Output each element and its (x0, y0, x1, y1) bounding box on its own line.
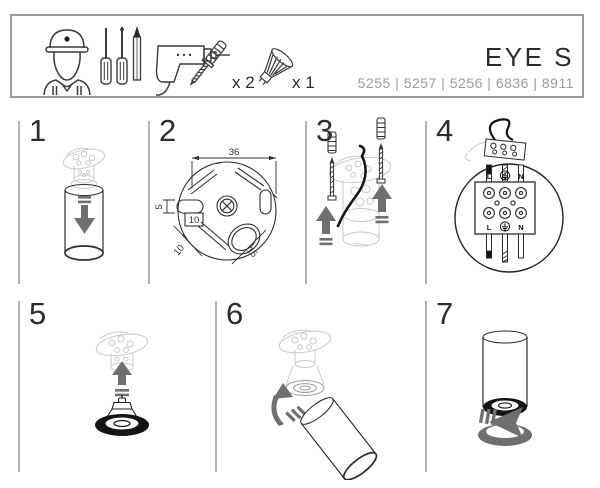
pull-down-arrow (74, 196, 95, 234)
earth-symbol-top (499, 170, 511, 181)
step-7-drawing (478, 330, 532, 446)
panel-divider (215, 301, 217, 472)
push-up-arrow-right (372, 184, 392, 224)
step-5-insert-bulb: 5 (18, 295, 215, 480)
step-3-mount-bracket: 3 (305, 112, 425, 290)
step-3-drawing (316, 117, 392, 247)
dimension-lines (163, 155, 277, 265)
wall-plug-screw-icon (189, 40, 227, 87)
step-4-wiring: 4 (425, 112, 592, 290)
phillips-screwdriver-icon (116, 27, 128, 85)
dim-plate-width: 36 (229, 147, 240, 158)
label-live-bottom: L (487, 223, 492, 232)
panel-divider (305, 121, 307, 284)
ceiling-terminal-mini (465, 118, 527, 162)
panel-divider (18, 301, 20, 472)
step-1-remove-shade: 1 (18, 112, 148, 290)
label-neutral-bottom: N (518, 223, 523, 232)
step-number: 7 (436, 296, 454, 331)
step-7-twist-lock: 7 (425, 295, 592, 480)
dim-slot-width: 10 (189, 215, 200, 226)
label-live-top: L (487, 172, 492, 181)
earth-symbol-bottom (499, 221, 511, 232)
flat-screwdriver-icon (100, 28, 112, 85)
dimension-labels: 36 5 10 10 15 (154, 147, 259, 260)
step-6-attach-shade: 6 (215, 295, 425, 480)
plate-tabs (182, 161, 278, 251)
mounting-bracket-ghost (62, 147, 106, 189)
panel-divider (148, 121, 150, 284)
screw-right (376, 143, 386, 184)
step-1-drawing (62, 147, 106, 261)
pencil-icon (132, 26, 142, 81)
step-5-drawing (95, 331, 149, 436)
wall-plug-right (376, 117, 386, 140)
wall-plug-qty: x 2 (232, 73, 255, 92)
mains-cable (336, 144, 367, 228)
shade-cylinder (64, 184, 104, 261)
keyway-slot (227, 223, 261, 255)
dim-slot-height: 5 (154, 204, 165, 209)
step-number: 5 (29, 296, 47, 331)
step-number: 2 (159, 113, 177, 148)
step-number: 1 (29, 113, 47, 148)
gu10-bulb (95, 395, 149, 436)
label-neutral-top: N (518, 172, 523, 181)
bulb-qty: x 1 (292, 73, 315, 92)
terminal-labels: L N L N (487, 172, 524, 232)
bracket-socket-ghost (278, 329, 332, 396)
installer-icon (43, 29, 91, 96)
mounting-plate-top-view (163, 155, 278, 265)
cable-slot (176, 199, 204, 227)
mains-cable (488, 118, 514, 142)
header-text: EYE S 5255 | 5257 | 5256 | 6836 | 8911 (358, 44, 574, 90)
panel-divider (18, 121, 20, 284)
step-number: 4 (436, 113, 454, 148)
dim-keyway-right: 15 (244, 245, 259, 260)
header: x 2 x 1 EYE S 5255 | 5257 | 5256 | 6836 … (10, 14, 584, 98)
model-numbers: 5255 | 5257 | 5256 | 6836 | 8911 (357, 75, 574, 91)
drill-icon (155, 45, 230, 96)
wall-plug-left (327, 131, 337, 154)
screw-left (327, 157, 337, 201)
product-title: EYE S (484, 42, 574, 72)
magnifier-circle (454, 163, 564, 273)
push-up-arrow (112, 361, 132, 397)
dim-keyway-left: 10 (172, 243, 187, 258)
twist-lock-arrow (478, 407, 532, 446)
panel-divider (425, 301, 427, 472)
supply-wires-bottom (486, 233, 524, 263)
center-screw (216, 195, 238, 217)
side-slot (259, 189, 272, 215)
step-number: 3 (316, 113, 334, 148)
step-2-drill-template: 2 (148, 112, 305, 290)
shade-cylinder-tilted (300, 397, 378, 480)
step-number: 6 (226, 296, 244, 331)
fixture-assembled (482, 330, 528, 407)
gu10-bulb-icon (258, 48, 294, 86)
push-up-arrow-left (316, 206, 336, 246)
step-2-drawing: 36 5 10 10 15 (154, 147, 278, 265)
step-4-drawing: L N L N (454, 118, 564, 273)
step-6-drawing (271, 329, 378, 480)
panel-divider (425, 121, 427, 284)
header-icons: x 2 x 1 (43, 26, 315, 96)
